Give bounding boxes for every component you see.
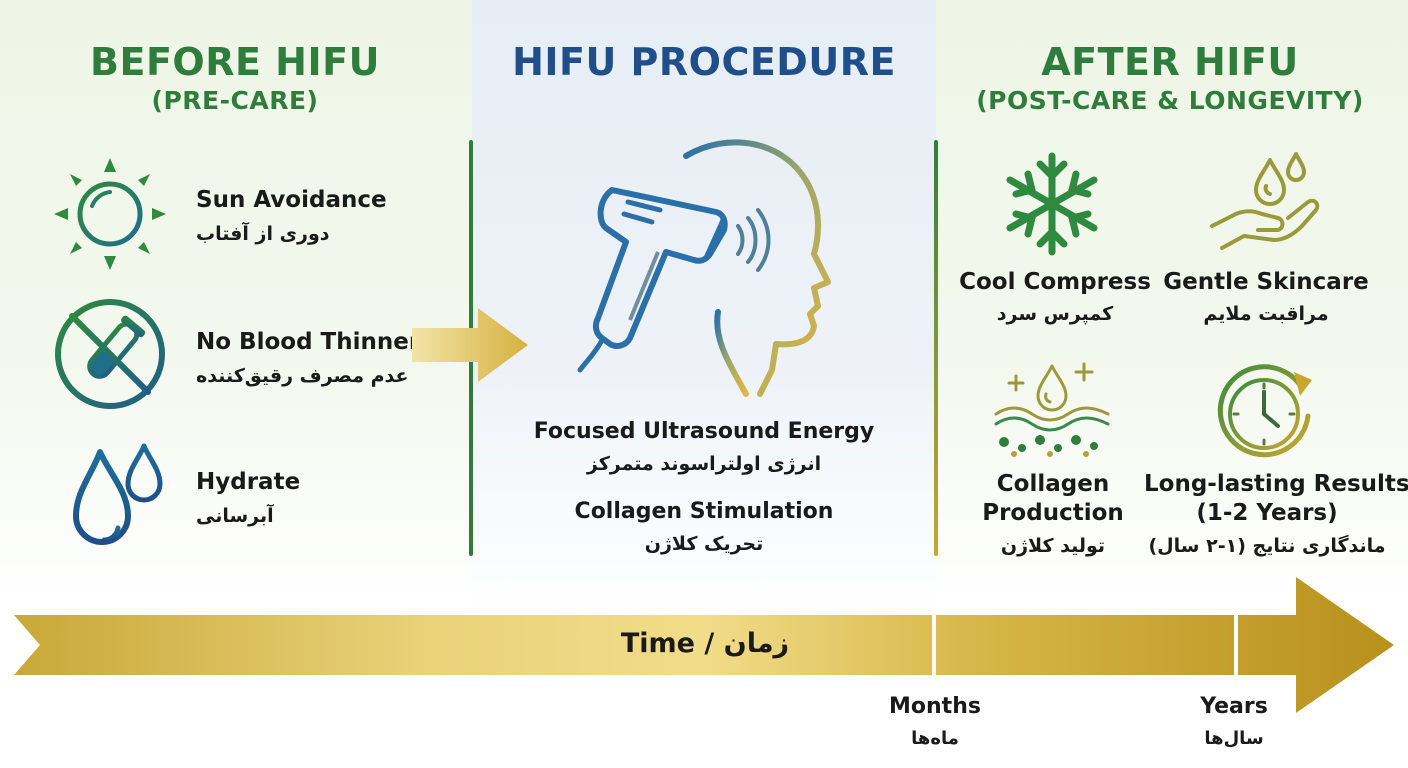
timeline-arrow [14,577,1394,713]
collagen-production-label-line1: Collagen [996,471,1110,497]
cool-compress-label: Cool Compress [959,269,1151,295]
hydrate-label-fa: آبرسانی [196,505,274,527]
gentle-skincare-label-fa: مراقبت ملایم [1203,303,1329,325]
long-lasting-results-label-fa: ماندگاری نتایج (۱-۲ سال) [1148,535,1386,557]
arrow-right-icon [412,308,528,382]
collagen-stimulation-label: Collagen Stimulation [574,499,834,524]
focused-ultrasound-label-fa: انرژی اولتراسوند متمرکز [586,453,822,475]
tick-years-label: Years [1200,694,1268,719]
hifu-device-head-icon [577,139,831,397]
sun-avoidance-label: Sun Avoidance [196,187,387,213]
no-blood-thinners-icon [55,299,165,409]
procedure-title: HIFU PROCEDURE [512,40,896,84]
collagen-production-label-line2: Production [982,500,1124,526]
long-lasting-results-label-line1: Long-lasting Results [1144,471,1408,497]
before-title: BEFORE HIFU [90,40,380,84]
long-lasting-results-label-line2: (1-2 Years) [1196,500,1338,526]
hand-drop-icon [1210,152,1320,250]
hydrate-label: Hydrate [196,469,301,495]
before-subtitle: (PRE-CARE) [151,86,319,115]
procedure-panel-background [472,0,936,610]
collagen-production-label-fa: تولید کلاژن [1000,535,1106,557]
tick-months-label-fa: ماه‌ها [911,728,959,749]
no-blood-thinners-label: No Blood Thinners [196,329,434,355]
after-panel-background [936,0,1408,600]
focused-ultrasound-label: Focused Ultrasound Energy [533,419,875,444]
snowflake-icon [1006,152,1098,256]
tick-years-label-fa: سال‌ها [1204,728,1264,749]
no-blood-thinners-label-fa: عدم مصرف رقیق‌کننده [196,365,409,387]
skin-layers-icon [994,362,1110,457]
collagen-stimulation-label-fa: تحریک کلاژن [644,533,764,555]
clock-icon [1217,364,1312,458]
after-subtitle: (POST-CARE & LONGEVITY) [976,86,1364,115]
tick-months-label: Months [889,694,981,719]
sun-avoidance-label-fa: دوری از آفتاب [196,223,330,245]
divider-line-right [934,140,938,556]
cool-compress-label-fa: کمپرس سرد [996,303,1114,325]
after-title: AFTER HIFU [1041,40,1299,84]
gentle-skincare-label: Gentle Skincare [1163,269,1369,295]
timeline-label: Time / زمان [620,628,790,659]
sun-icon [54,158,166,270]
water-drops-icon [73,443,163,545]
